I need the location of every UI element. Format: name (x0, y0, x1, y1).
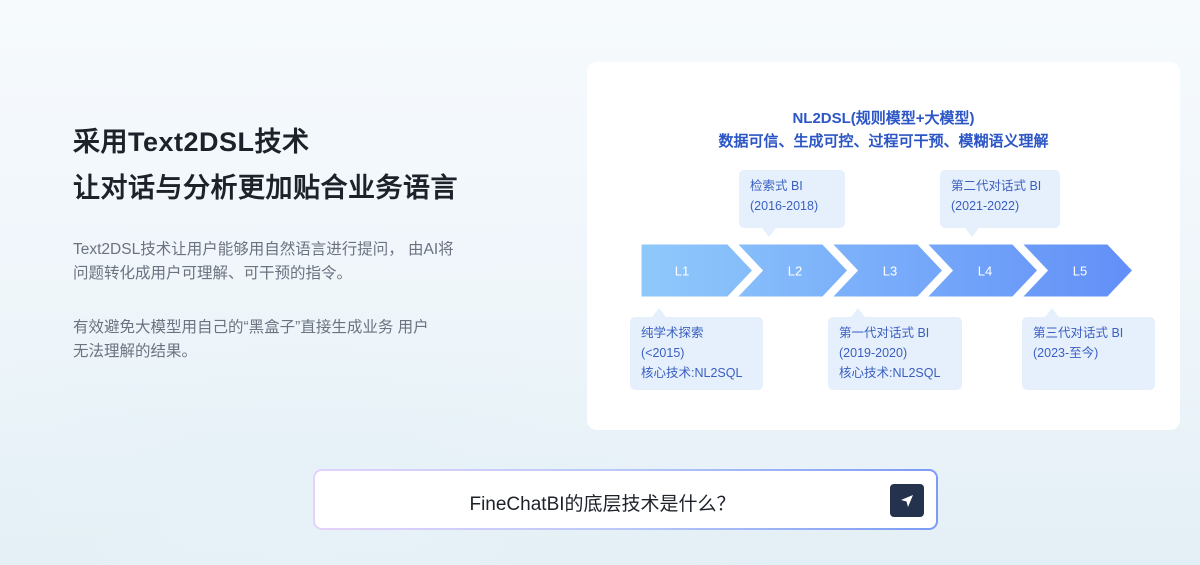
heading-line-2: 让对话与分析更加贴合业务语言 (73, 173, 458, 203)
chevron-label-l4: L4 (978, 264, 992, 279)
card-title-1: NL2DSL(规则模型+大模型) (792, 110, 975, 127)
paragraph-1: Text2DSL技术让用户能够用自然语言进行提问， 由AI将 问题转化成用户可理… (73, 238, 513, 286)
chevron-label-l1: L1 (675, 264, 689, 279)
paragraph-1-line-1: Text2DSL技术让用户能够用自然语言进行提问， 由AI将 (73, 241, 454, 258)
send-button[interactable] (890, 484, 924, 517)
card-title-2: 数据可信、生成可控、过程可干预、模糊语义理解 (718, 133, 1049, 150)
paragraph-2: 有效避免大模型用自己的“黑盒子”直接生成业务 用户 无法理解的结果。 (73, 316, 513, 364)
heading-line-1: 采用Text2DSL技术 (73, 127, 310, 157)
callout-l2: 检索式 BI(2016-2018) (739, 170, 845, 228)
send-icon (901, 494, 913, 507)
chat-question[interactable]: FineChatBI的底层技术是什么？ (469, 494, 736, 515)
level-chevrons: L1 L2 L3 L4 L5 (638, 241, 1137, 300)
callout-l4: 第二代对话式 BI(2021-2022) (940, 170, 1060, 228)
chevron-label-l2: L2 (788, 264, 802, 279)
chevron-l4 (921, 241, 1042, 300)
callout-l3: 第一代对话式 BI(2019-2020)核心技术:NL2SQL (828, 317, 962, 390)
chevron-l3 (826, 241, 947, 300)
paragraph-1-line-2: 问题转化成用户可理解、可干预的指令。 (73, 265, 353, 282)
callout-l5-pointer (1045, 308, 1059, 317)
callout-l4-pointer (965, 228, 979, 237)
callout-l5: 第三代对话式 BI(2023-至今) (1022, 317, 1155, 390)
chat-input[interactable]: FineChatBI的底层技术是什么？ (313, 469, 938, 530)
callout-l1: 纯学术探索(<2015)核心技术:NL2SQL (630, 317, 763, 390)
chevron-l1 (638, 241, 757, 300)
callout-l1-pointer (652, 308, 666, 317)
paragraph-2-line-1: 有效避免大模型用自己的“黑盒子”直接生成业务 用户 (73, 319, 429, 336)
timeline-card: NL2DSL(规则模型+大模型) 数据可信、生成可控、过程可干预、模糊语义理解 … (587, 62, 1180, 430)
chevron-label-l5: L5 (1073, 264, 1087, 279)
chevron-l5 (1016, 241, 1137, 300)
chevron-label-l3: L3 (883, 264, 897, 279)
chevron-l2 (731, 241, 852, 300)
callout-l3-pointer (851, 308, 865, 317)
paragraph-2-line-2: 无法理解的结果。 (73, 343, 198, 360)
callout-l2-pointer (762, 228, 776, 237)
